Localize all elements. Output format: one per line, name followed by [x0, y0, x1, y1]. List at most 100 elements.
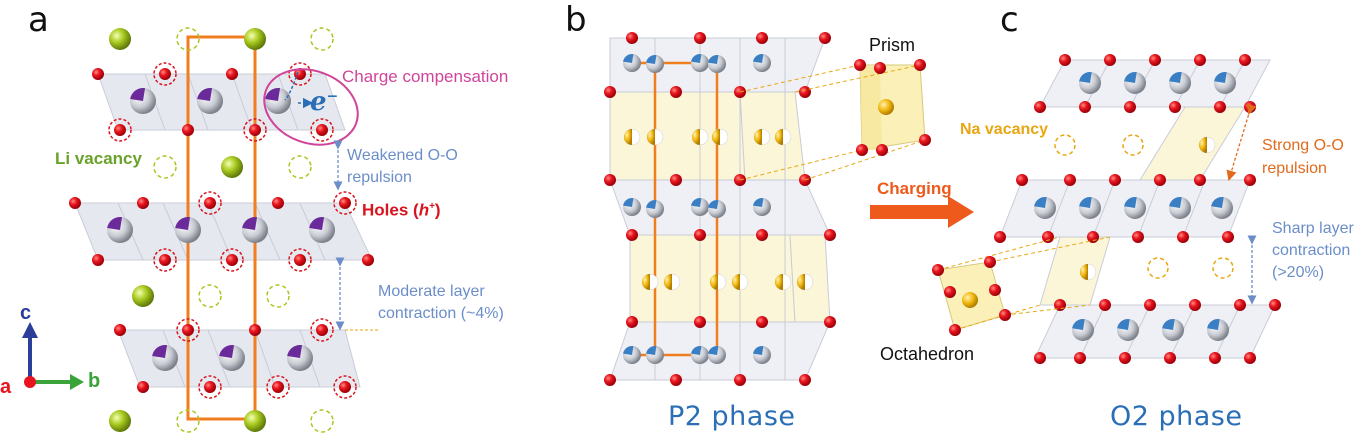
- oxygen-atom: [1104, 54, 1116, 66]
- oxygen-atom: [182, 324, 194, 336]
- tm-atom: [691, 198, 709, 216]
- hole-ring: [153, 62, 177, 86]
- oxygen-atom: [604, 374, 616, 386]
- sodium-atom: [1198, 136, 1216, 154]
- oxygen-atom: [1064, 174, 1076, 186]
- tm-atom: [691, 54, 709, 72]
- oxygen-atom: [339, 381, 351, 393]
- tm-atom: [646, 200, 664, 218]
- oxygen-atom: [137, 381, 149, 393]
- sodium-atom: [646, 128, 664, 146]
- panel-c: [932, 54, 1281, 364]
- oxygen-atom: [734, 374, 746, 386]
- sodium-atom: [731, 273, 749, 291]
- strong-oo-label: Strong O-O: [1262, 137, 1344, 154]
- oxygen-atom: [1222, 231, 1234, 243]
- oxygen-atom: [272, 381, 284, 393]
- hole-ring: [266, 375, 290, 399]
- sodium-vacancies: [1054, 134, 1234, 279]
- oxygen-atom: [249, 124, 261, 136]
- axis-a-label: a: [0, 376, 12, 398]
- sodium-atom: [1079, 263, 1097, 281]
- oxygen-atom: [1154, 174, 1166, 186]
- oxygen-atom: [159, 254, 171, 266]
- oxygen-atom: [1177, 231, 1189, 243]
- sodium-atom: [753, 128, 771, 146]
- oxygen-atom: [670, 174, 682, 186]
- oxygen-atom: [1144, 299, 1156, 311]
- o2-phase-label: O2 phase: [1110, 401, 1243, 432]
- oxygen-atom: [272, 197, 284, 209]
- oxygen-atom: [249, 324, 261, 336]
- oxygen-atom: [226, 254, 238, 266]
- oxygen-atoms: [69, 62, 374, 399]
- na-vacancy-label: Na vacancy: [960, 121, 1049, 138]
- holes-sign: +: [429, 201, 435, 212]
- oxygen-atom: [294, 68, 306, 80]
- oxygen-atom: [1169, 101, 1181, 113]
- oxygen-atom: [694, 32, 706, 44]
- hole-ring: [198, 375, 222, 399]
- charging-arrow: [870, 196, 974, 228]
- oxygen-atom: [92, 68, 104, 80]
- o2-slabs: [999, 59, 1276, 359]
- oxygen-atom: [604, 86, 616, 98]
- tm-atom: [623, 54, 641, 72]
- li-vacancy-label: Li vacancy: [55, 149, 142, 168]
- oxygen-atom: [1099, 299, 1111, 311]
- oxygen-atom: [114, 324, 126, 336]
- panel-letter-b: b: [565, 0, 587, 40]
- lithium-vacancies: [153, 27, 334, 433]
- lithium-atoms: [109, 28, 266, 432]
- sodium-atom: [711, 128, 729, 146]
- oxygen-atom: [1234, 299, 1246, 311]
- oxygen-atom: [694, 316, 706, 328]
- tm-atom: [219, 345, 245, 371]
- hole-ring: [288, 248, 312, 272]
- tm-atom: [1034, 196, 1056, 219]
- charge-compensation-label: Charge compensation: [342, 67, 509, 86]
- axis-b-label: b: [88, 370, 101, 392]
- strong-repulsion-arrow: [1226, 103, 1257, 181]
- hole-ring: [288, 62, 312, 86]
- oxygen-atom: [756, 32, 768, 44]
- tm-atom: [623, 346, 641, 364]
- tm-atom: [152, 345, 178, 371]
- oxygen-atom: [670, 374, 682, 386]
- oxygen-atom: [1239, 54, 1251, 66]
- tm-atom: [753, 198, 771, 216]
- panel-a: [22, 27, 378, 433]
- charge-compensation-ellipse: [263, 68, 359, 146]
- tm-atom: [175, 217, 201, 243]
- holes-text: Holes (: [362, 200, 419, 220]
- oxygen-atom: [799, 86, 811, 98]
- prism-callout: [739, 59, 931, 181]
- hole-ring: [333, 375, 357, 399]
- tm-atom: [265, 88, 291, 114]
- hole-ring: [333, 191, 357, 215]
- axis-indicator: [22, 322, 84, 390]
- oxygen-atom: [1244, 174, 1256, 186]
- tm-atom: [691, 346, 709, 364]
- tm-atom: [1211, 196, 1233, 219]
- sodium-atom: [709, 273, 727, 291]
- oxygen-atom: [1149, 54, 1161, 66]
- oxygen-atom: [114, 124, 126, 136]
- sodium-atom: [623, 128, 641, 146]
- oxygen-atom: [1269, 299, 1281, 311]
- holes-symbol: h: [418, 200, 430, 220]
- oxygen-atom: [1034, 352, 1046, 364]
- octahedron-label: Octahedron: [880, 344, 975, 364]
- tm-atom: [1079, 196, 1101, 219]
- tm-atom: [1079, 71, 1101, 94]
- tm-atom: [646, 346, 664, 364]
- electron-sign: −: [326, 88, 339, 105]
- sodium-atom: [774, 128, 792, 146]
- tm-atom: [753, 346, 771, 364]
- oxygen-atom: [994, 231, 1006, 243]
- tm-atom: [197, 88, 223, 114]
- sharp-label: Sharp layer: [1272, 220, 1354, 237]
- oxygen-atom: [1079, 101, 1091, 113]
- tm-atom: [1117, 318, 1139, 341]
